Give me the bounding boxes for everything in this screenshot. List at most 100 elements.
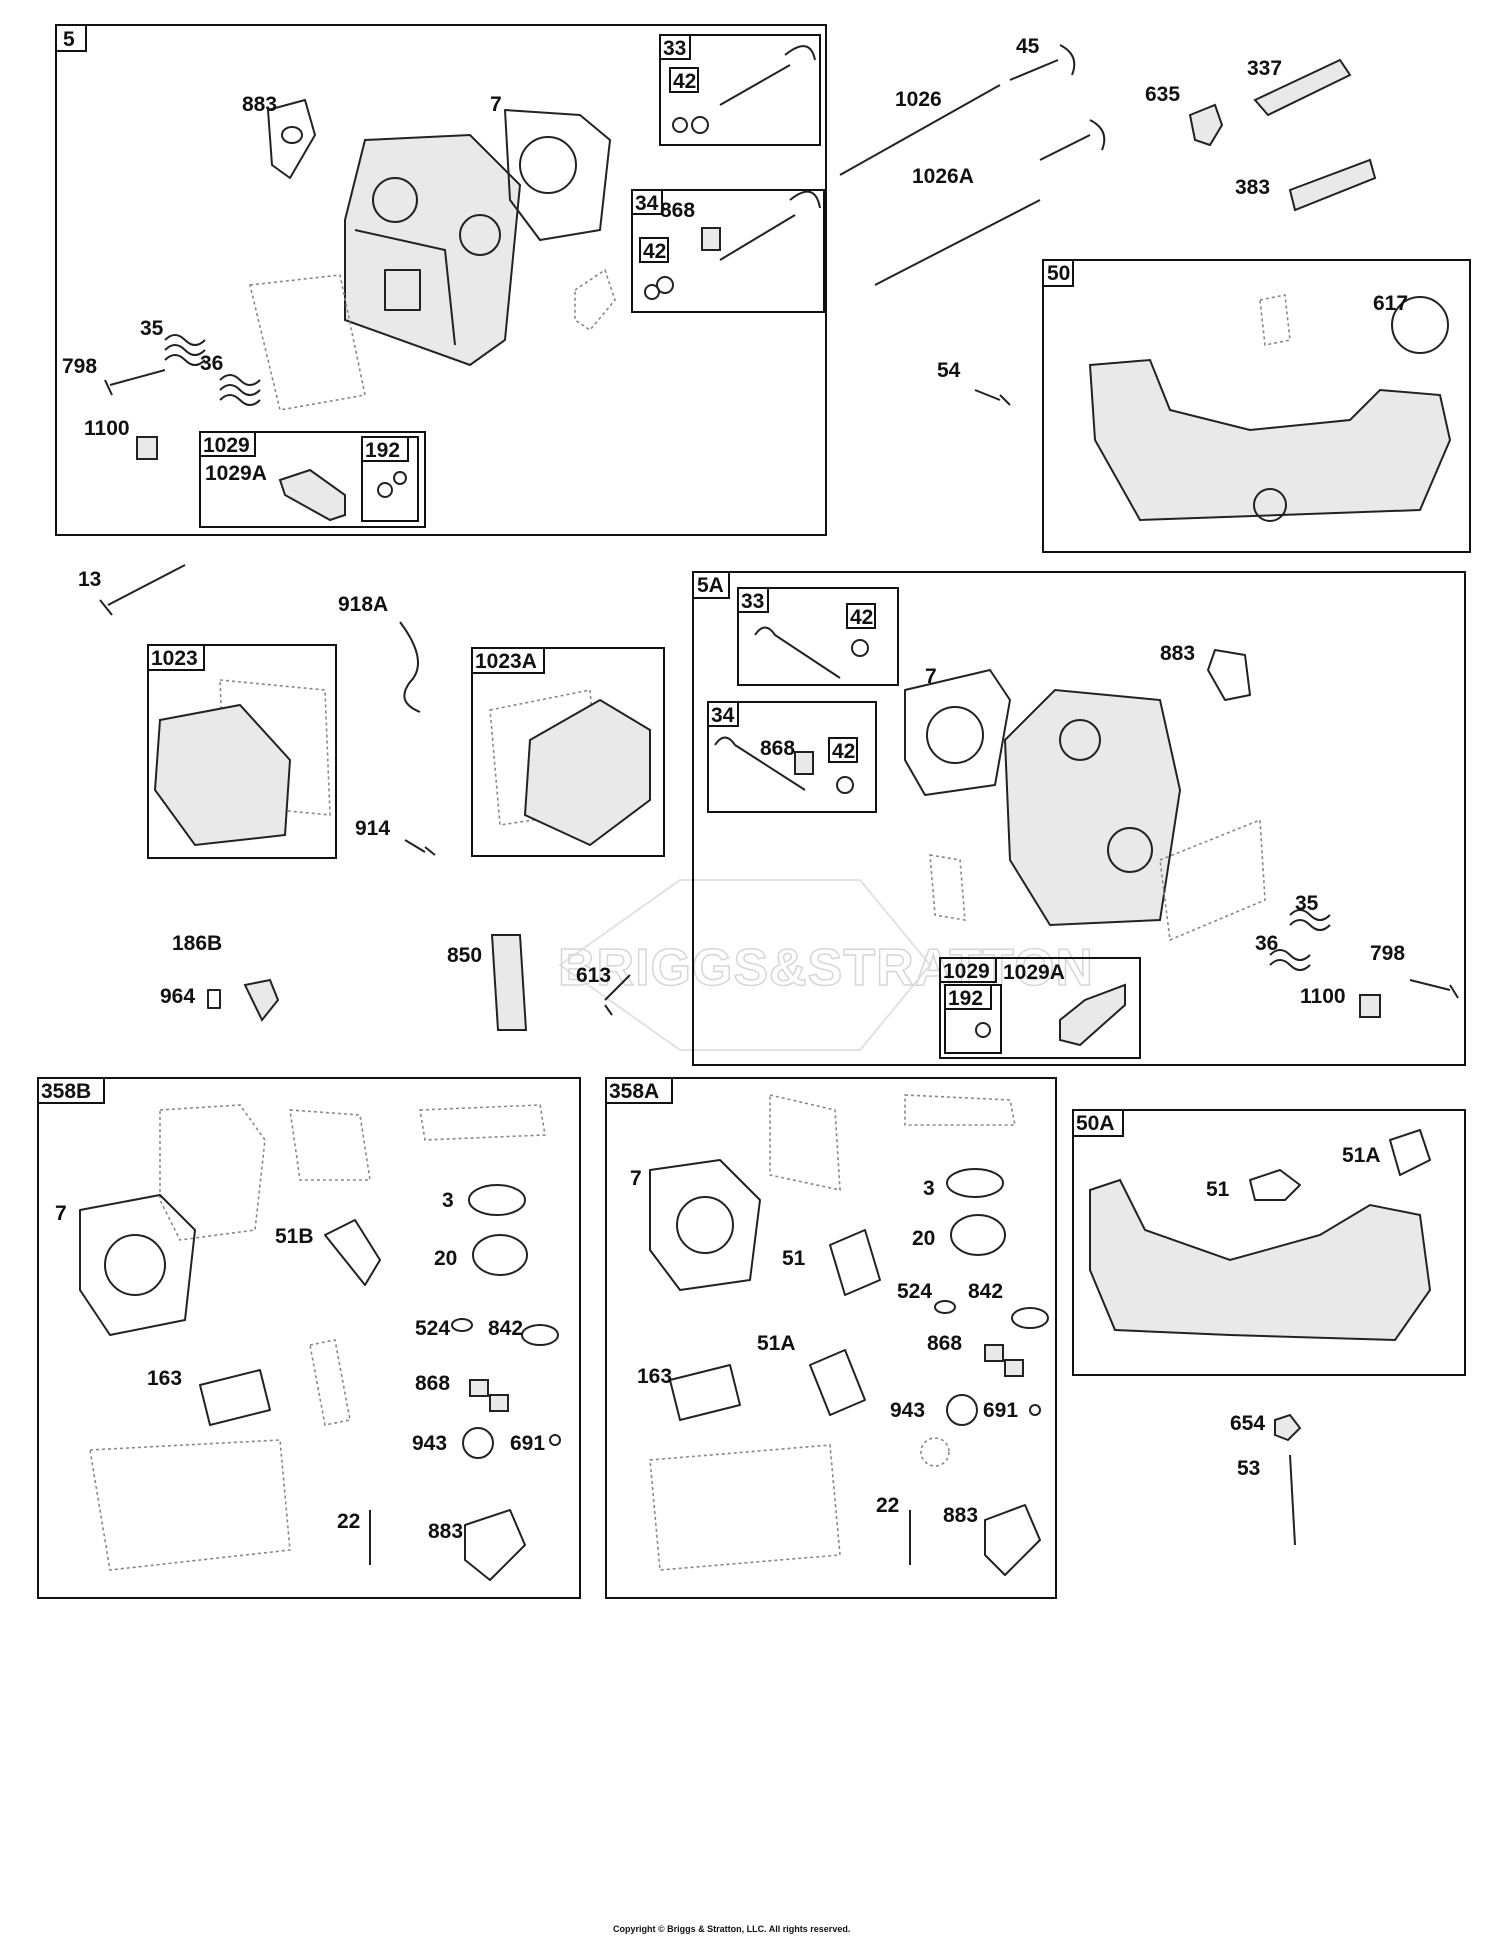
callout-918A: 918A (338, 593, 388, 616)
callout-51: 51 (1206, 1178, 1230, 1201)
clip-icon (1359, 994, 1381, 1018)
callout-13: 13 (78, 568, 101, 591)
gasket-icon (79, 1194, 196, 1336)
gasket-icon (809, 1349, 866, 1416)
callout-524: 524 (415, 1317, 450, 1340)
callout-883: 883 (242, 93, 277, 116)
bolt-icon (99, 564, 186, 616)
svg-text:42: 42 (643, 240, 666, 263)
svg-text:192: 192 (365, 439, 400, 462)
bolt-icon (104, 369, 166, 396)
callout-22: 22 (876, 1494, 899, 1517)
callout-labels: 883 7 868 45 1026 1026A 635 337 383 617 … (55, 35, 1408, 1543)
loose-parts-middle (99, 564, 631, 1031)
seal-icon (472, 1234, 528, 1276)
callout-635: 635 (1145, 83, 1180, 106)
callout-883: 883 (943, 1504, 978, 1527)
valve-spring-icon (164, 334, 261, 406)
box-label: 5 (63, 28, 75, 51)
valve-icon (754, 626, 841, 679)
loose-parts-top (839, 44, 1377, 406)
gasket-icon (669, 1364, 741, 1421)
exhaust-manifold-icon (1089, 1178, 1432, 1342)
callout-868: 868 (927, 1332, 962, 1355)
valve-cover-icon (153, 703, 292, 847)
callout-45: 45 (1016, 35, 1040, 58)
assembly-box-5A: 5A 33 42 34 42 1029 192 (692, 571, 1466, 1066)
callout-53: 53 (1237, 1457, 1260, 1480)
svg-text:34: 34 (711, 704, 735, 727)
gasket-icon (249, 274, 366, 411)
gasket-icon (1389, 1129, 1431, 1176)
callout-22: 22 (337, 1510, 360, 1533)
callout-163: 163 (147, 1367, 182, 1390)
gasket-icon (1391, 296, 1449, 354)
spark-plug-icon (1253, 58, 1352, 117)
callout-654: 654 (1230, 1412, 1265, 1435)
callout-798: 798 (62, 355, 97, 378)
svg-text:33: 33 (663, 37, 686, 60)
callout-36: 36 (1255, 932, 1278, 955)
callout-868: 868 (415, 1372, 450, 1395)
gasket-icon (1207, 649, 1251, 701)
callout-35: 35 (1295, 892, 1319, 915)
gasket-icon (904, 669, 1011, 796)
callout-883: 883 (1160, 642, 1195, 665)
svg-text:358B: 358B (41, 1080, 91, 1103)
callout-943: 943 (890, 1399, 925, 1422)
spacer-icon (207, 989, 221, 1009)
callout-20: 20 (912, 1227, 935, 1250)
valve-icon (714, 736, 806, 791)
assembly-box-1029: 1029 192 (199, 431, 426, 528)
seal-icon (468, 1184, 526, 1216)
callout-943: 943 (412, 1432, 447, 1455)
assembly-box-50A: 50A (1072, 1109, 1466, 1376)
gasket-icon (267, 99, 316, 179)
svg-text:5A: 5A (697, 574, 724, 597)
svg-text:358A: 358A (609, 1080, 659, 1103)
valve-icon (719, 190, 821, 261)
gasket-icon (984, 1504, 1041, 1576)
valve-spring-icon (1269, 949, 1311, 971)
valve-spring-icon (1289, 909, 1331, 931)
svg-text:1029: 1029 (943, 960, 990, 983)
assembly-box-34: 34 42 (631, 189, 825, 313)
spark-plug-boot-icon (1188, 103, 1224, 147)
callout-51: 51 (782, 1247, 806, 1270)
svg-text:42: 42 (832, 740, 855, 763)
callout-51B: 51B (275, 1225, 314, 1248)
assembly-box-33: 33 42 (659, 34, 821, 146)
assembly-box-1023A: 1023A (471, 647, 665, 857)
callout-36: 36 (200, 352, 223, 375)
callout-35: 35 (140, 317, 164, 340)
svg-text:50A: 50A (1076, 1112, 1115, 1135)
callout-1026A: 1026A (912, 165, 974, 188)
callout-186B: 186B (172, 932, 222, 955)
gasket-icon (199, 1369, 271, 1426)
tube-icon (399, 621, 421, 713)
callout-163: 163 (637, 1365, 672, 1388)
assembly-box-50: 50 (1042, 259, 1471, 553)
assembly-box-5: 5 33 (55, 24, 827, 536)
bolt-icon (1409, 979, 1459, 999)
gasket-icon (504, 109, 611, 241)
callout-3: 3 (923, 1177, 935, 1200)
callout-1100: 1100 (1300, 985, 1346, 1008)
gasket-icon (649, 1159, 761, 1291)
watermark-text: BRIGGS&STRATTON (558, 939, 1094, 997)
assembly-box-358B: 358B (37, 1077, 581, 1599)
assembly-box-358A: 358A (605, 1077, 1057, 1599)
bolt-icon (974, 389, 1011, 406)
callout-1029A: 1029A (205, 462, 267, 485)
callout-850: 850 (447, 944, 482, 967)
oil-fill-icon (243, 978, 280, 1022)
watermark: BRIGGS&STRATTON (557, 879, 1094, 1051)
valve-icon (1009, 44, 1076, 81)
callout-842: 842 (968, 1280, 1003, 1303)
callout-51A: 51A (757, 1332, 796, 1355)
svg-text:1023A: 1023A (475, 650, 537, 673)
stud-icon (604, 974, 631, 1016)
callout-883: 883 (428, 1520, 463, 1543)
copyright-notice: Copyright © Briggs & Stratton, LLC. All … (613, 1924, 850, 1934)
